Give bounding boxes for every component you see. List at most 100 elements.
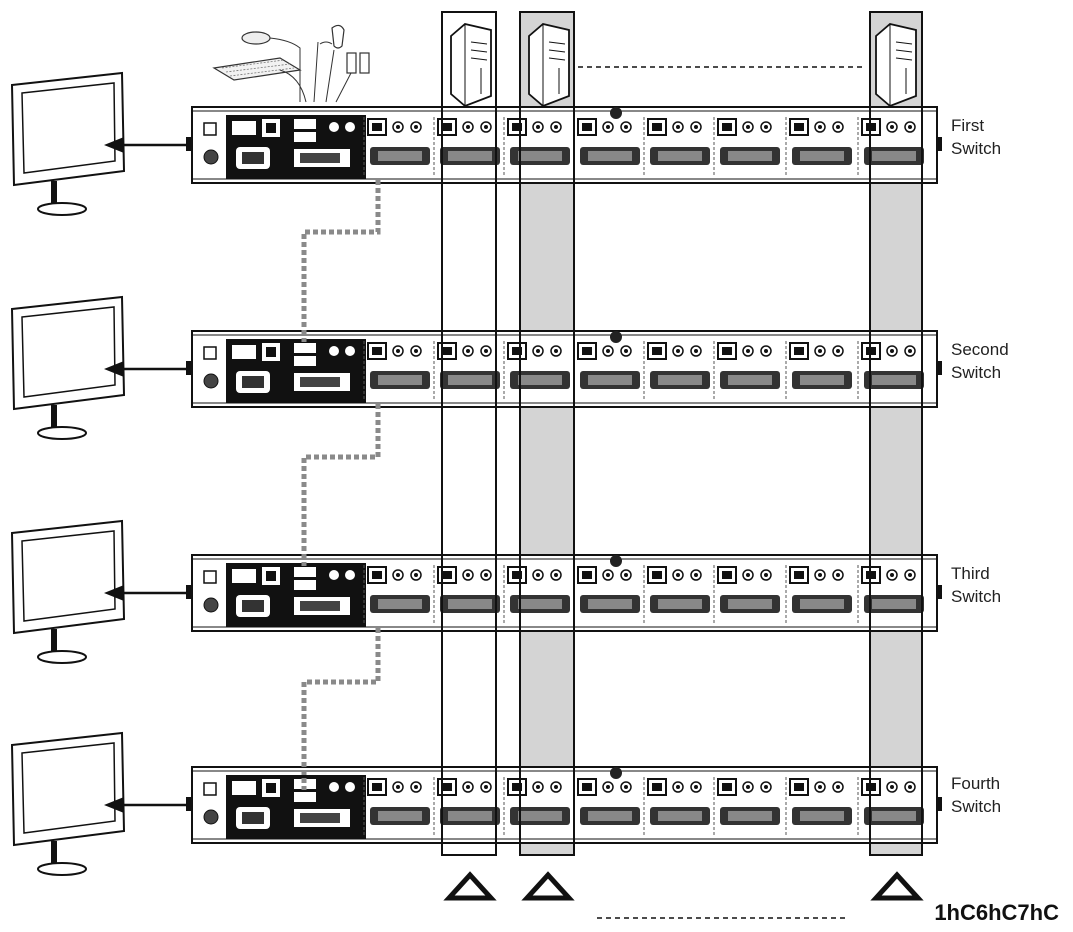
switch-label-line2: Switch [951,797,1002,816]
figure-code: 1hC6hC7hC [934,900,1059,925]
computer-port-group [785,117,852,177]
computer-port-group [433,565,500,625]
audio-jack [329,570,339,580]
mount-bracket [186,137,192,151]
ground-terminal [203,149,219,165]
computer-port-group [363,777,430,837]
hdmi-port [232,121,256,135]
computer-port-group [713,117,780,177]
ground-screw [610,767,622,779]
computer-port-group [503,117,570,177]
computer-port-group [503,777,570,837]
speaker-icon [335,52,370,103]
switch-stack [186,106,942,844]
kvm-switch [186,106,942,184]
computer-port-group [785,777,852,837]
highlight-column-1 [441,11,497,856]
computer-port-group [573,777,640,837]
mouse-icon [241,31,301,102]
highlight-column-2-outline [519,11,575,856]
usb-port [294,580,316,590]
hdmi-port [232,569,256,583]
switch-label-line1: Third [951,564,990,583]
mount-bracket [937,585,942,599]
computer-port-group [643,341,710,401]
ground-screw [610,555,622,567]
monitors [10,71,188,876]
keyboard-icon [212,57,307,103]
mount-bracket [186,585,192,599]
mount-bracket [937,361,942,375]
switch-label-third: Third Switch [951,562,1001,608]
power-port [203,122,217,136]
audio-jack [329,122,339,132]
usb-port [294,779,316,789]
computer-port-group [713,341,780,401]
mount-bracket [186,797,192,811]
computer-tower-icon [450,23,492,108]
computer-tower-icon [528,23,570,108]
switch-label-first: First Switch [951,114,1001,160]
computer-port-group [785,341,852,401]
switch-label-line1: First [951,116,985,135]
computer-port-group [503,341,570,401]
daisy-chain-cables [301,180,381,790]
usb-port [294,567,316,577]
usb-port [294,356,316,366]
audio-jack [329,346,339,356]
computer-port-group [643,565,710,625]
hdmi-port [232,781,256,795]
switch-label-second: Second Switch [951,338,1009,384]
computer-port-group [573,341,640,401]
ground-terminal [203,809,219,825]
kvm-switch [186,330,942,408]
switch-label-line1: Fourth [951,774,1001,793]
computer-port-group [713,565,780,625]
arrow-left-icon [104,797,188,813]
computer-port-group [363,117,430,177]
audio-jack [345,346,355,356]
arrow-left-icon [104,585,188,601]
switch-label-line2: Switch [951,139,1002,158]
arrow-left-icon [104,137,188,153]
computer-port-group [363,341,430,401]
power-port [203,570,217,584]
computer-towers [450,23,917,108]
mount-bracket [937,137,942,151]
switch-label-line2: Switch [951,587,1002,606]
console-peripherals [212,24,370,103]
highlight-column-3-outline [869,11,923,856]
ground-screw [610,107,622,119]
audio-jack [345,570,355,580]
computer-port-group [713,777,780,837]
switch-label-line2: Switch [951,363,1002,382]
monitor-icon [10,519,126,664]
audio-jack [329,782,339,792]
computer-port-group [503,565,570,625]
audio-jack [345,782,355,792]
mount-bracket [186,361,192,375]
usb-port [294,119,316,129]
usb-port [294,792,316,802]
ground-terminal [203,373,219,389]
computer-port-group [857,341,924,401]
computer-port-group [573,117,640,177]
usb-port [294,132,316,142]
computer-port-group [363,565,430,625]
ground-terminal [203,597,219,613]
computer-port-group [785,565,852,625]
kvm-switch [186,766,942,844]
switch-label-fourth: Fourth Switch [951,772,1001,818]
up-triangle-icon [870,871,924,901]
power-port [203,346,217,360]
up-triangle-icon [521,871,575,901]
hdmi-port [232,345,256,359]
column-markers [443,871,924,901]
computer-port-group [643,117,710,177]
computer-tower-icon [875,23,917,108]
usb-port [294,343,316,353]
arrow-left-icon [104,361,188,377]
computer-port-group [643,777,710,837]
ground-screw [610,331,622,343]
